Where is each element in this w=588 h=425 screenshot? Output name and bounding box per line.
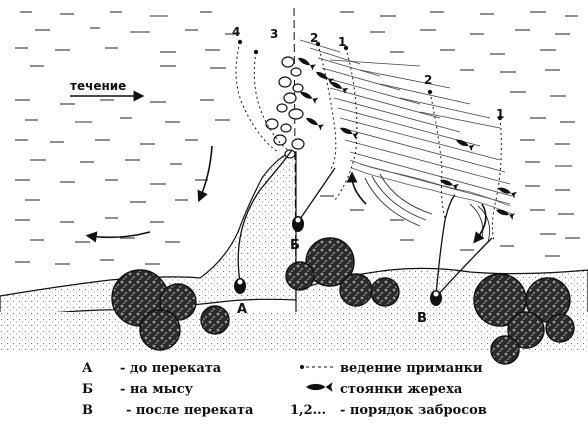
legend-lure-text: ведение приманки	[340, 361, 483, 376]
bush-icon	[370, 277, 400, 307]
flow-arrow-icon	[473, 203, 487, 244]
stone-icon	[280, 123, 292, 133]
lure-retrieve-paths	[235, 41, 502, 241]
legend-order-text: - порядок забросов	[340, 403, 487, 418]
cast-number-1-right: 1	[496, 107, 504, 121]
position-label-b: Б	[290, 238, 300, 253]
cast-number-1-left: 1	[338, 35, 346, 49]
position-label-a: А	[237, 302, 247, 317]
rapids-riffle	[299, 39, 513, 205]
legend-order-prefix: 1,2...	[290, 403, 326, 418]
water-surface	[15, 11, 580, 265]
legend-letter-a: А	[82, 361, 93, 376]
cast-number-4: 4	[232, 25, 240, 39]
stone-ridge	[349, 159, 513, 215]
angler-icon	[234, 278, 246, 294]
legend-text-a: - до переката	[120, 361, 222, 376]
legend-text-v: - после переката	[126, 403, 254, 418]
legend-letter-b: Б	[82, 382, 93, 397]
whirlpool-waves	[364, 173, 491, 243]
fish-icon	[496, 184, 517, 199]
stone-icon	[288, 108, 304, 120]
stone-icon	[278, 76, 292, 88]
legend-dotted-line-icon	[300, 365, 334, 369]
stone-icon	[290, 67, 302, 77]
angler-a	[234, 278, 246, 294]
position-label-v: В	[417, 311, 427, 326]
bush-icon	[507, 311, 545, 349]
stone-icon	[291, 138, 305, 150]
flow-arrow-icon	[85, 231, 151, 243]
fish-icon	[306, 382, 333, 392]
stone-icon	[281, 56, 295, 68]
bush-icon	[305, 237, 355, 287]
current-label: течение	[70, 79, 126, 93]
fishing-lines	[237, 149, 493, 299]
flow-arrow-icon	[346, 171, 367, 205]
legend: А - до переката Б - на мысу В - после пе…	[82, 361, 487, 418]
cast-number-2-right: 2	[424, 73, 432, 87]
bush-icon	[339, 273, 373, 307]
angler-v	[430, 290, 442, 306]
cast-number-3: 3	[270, 27, 278, 41]
stone-icon	[273, 134, 287, 146]
stone-icon	[265, 118, 279, 130]
legend-text-b: - на мысу	[120, 382, 194, 397]
bush-icon	[200, 305, 230, 335]
bush-icon	[285, 261, 315, 291]
angler-icon	[430, 290, 442, 306]
angler-icon	[292, 216, 304, 232]
stone-icon	[292, 83, 304, 93]
stones	[265, 56, 305, 159]
legend-asp-text: стоянки жереха	[340, 382, 463, 397]
bush-icon	[545, 313, 575, 343]
fish-icon	[296, 54, 317, 71]
stone-icon	[276, 103, 288, 113]
flow-arrows	[70, 90, 487, 244]
fish-icon	[304, 114, 325, 131]
cast-number-2-left: 2	[310, 31, 318, 45]
bushes	[111, 237, 575, 365]
stone-icon	[283, 92, 297, 104]
bush-icon	[490, 335, 520, 365]
flow-arrow-icon	[197, 145, 213, 203]
legend-letter-v: В	[82, 403, 93, 418]
bush-icon	[139, 309, 181, 351]
angler-b	[292, 216, 304, 232]
cast-start-dots	[237, 39, 503, 121]
